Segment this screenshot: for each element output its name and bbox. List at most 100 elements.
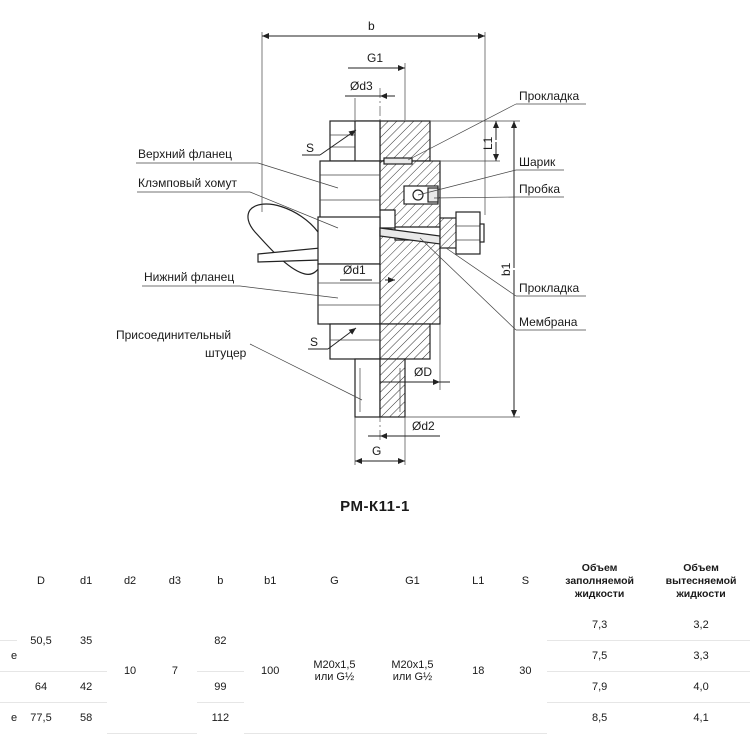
col-volume-displaced: Объем вытесняемой жидкости xyxy=(652,552,750,610)
callout-lower-flange-label: Нижний фланец xyxy=(144,270,234,284)
cell-d1-1: 35 xyxy=(64,610,108,672)
cell-d1-3: 58 xyxy=(80,712,93,724)
cell-G1-line-2: или G½ xyxy=(392,671,433,684)
cell-S: 30 xyxy=(503,610,548,734)
cell-d1-2: 42 xyxy=(64,671,108,703)
connection-fitting xyxy=(354,358,406,418)
callout-ball: Шарик xyxy=(417,155,564,196)
cell-displaced-4: 4,1 xyxy=(693,712,709,724)
dimension-b: b xyxy=(262,19,485,39)
cell-displaced-1: 3,2 xyxy=(652,610,750,641)
col-D: D xyxy=(37,575,45,587)
cell-b-3: 112 xyxy=(211,712,230,724)
dimension-g1-label: G1 xyxy=(367,51,383,65)
col-G1: G1 xyxy=(405,575,420,587)
dimension-s-top-label: S xyxy=(306,141,314,155)
cell-L1: 18 xyxy=(452,610,504,734)
callout-clamp: Клэмповый хомут xyxy=(137,176,339,229)
vol-fill-line-2: заполняемой xyxy=(565,574,634,587)
side-plug xyxy=(439,211,485,255)
dimension-s-bottom: S xyxy=(308,327,357,350)
cell-b1: 100 xyxy=(243,610,297,734)
callout-upper-flange: Верхний фланец xyxy=(136,147,339,189)
callout-clamp-label: Клэмповый хомут xyxy=(138,176,237,190)
cell-G-line-2: или G½ xyxy=(314,671,355,684)
vol-fill-line-3: жидкости xyxy=(574,587,625,600)
dimension-d2: Ød2 xyxy=(368,419,440,439)
col-d1: d1 xyxy=(80,575,93,587)
callout-fitting-label-2: штуцер xyxy=(205,346,247,360)
cell-D-3: 77,5 xyxy=(30,712,52,724)
cell-displaced-3: 4,0 xyxy=(652,671,750,703)
callout-lower-flange: Нижний фланец xyxy=(142,270,339,299)
col-d3: d3 xyxy=(168,575,181,587)
dimension-d3-label: Ød3 xyxy=(350,79,373,93)
cell-d2: 10 xyxy=(107,610,153,734)
row-tag-2: e xyxy=(10,712,18,724)
technical-drawing: b G1 Ød3 L1 b1 S Ød1 S xyxy=(116,19,586,465)
dimension-s-bottom-label: S xyxy=(310,335,318,349)
dimension-d3: Ød3 xyxy=(345,79,395,99)
col-d2: d2 xyxy=(123,575,137,587)
dimension-b-label: b xyxy=(368,19,375,33)
callout-gasket-top: Прокладка xyxy=(407,89,586,161)
cell-fill-3: 7,9 xyxy=(547,671,653,703)
col-b: b xyxy=(217,575,224,587)
dimension-d1-label: Ød1 xyxy=(343,263,366,277)
lower-flange xyxy=(317,227,441,325)
callout-membrane: Мембрана xyxy=(419,237,586,331)
table-row: 64 42 99 7,9 4,0 xyxy=(0,671,750,703)
row-tag-1: e xyxy=(0,640,18,672)
callout-gasket-bottom-label: Прокладка xyxy=(519,281,580,295)
dimension-D-label: ØD xyxy=(414,365,432,379)
upper-flange-top-nut xyxy=(329,120,431,162)
cell-G1: M20x1,5 или G½ xyxy=(372,610,453,734)
vol-disp-line-3: жидкости xyxy=(676,587,726,600)
spec-table: D d1 d2 d3 b b1 G G1 L1 S Объем заполняе… xyxy=(0,552,750,734)
cell-D-2: 64 xyxy=(17,671,65,703)
cell-d3: 7 xyxy=(152,610,198,734)
model-title: РМ-К11-1 xyxy=(340,498,410,515)
col-L1: L1 xyxy=(472,575,485,587)
dimension-G-label: G xyxy=(372,444,381,458)
cell-G: M20x1,5 или G½ xyxy=(296,610,373,734)
dimension-l1: L1 xyxy=(481,121,499,161)
col-G: G xyxy=(330,575,339,587)
cell-fill-4: 8,5 xyxy=(591,712,608,724)
vol-disp-line-1: Объем xyxy=(683,561,719,574)
cell-D-1: 50,5 xyxy=(17,610,65,672)
gasket-top xyxy=(383,157,413,165)
col-tag-header xyxy=(0,552,17,610)
cell-fill-2: 7,5 xyxy=(547,640,653,672)
callout-fitting: Присоединительный штуцер xyxy=(116,328,363,401)
clamp xyxy=(247,203,381,275)
col-b1: b1 xyxy=(264,575,277,587)
lower-flange-nut xyxy=(329,323,431,360)
cell-displaced-2: 3,3 xyxy=(652,640,750,672)
cell-G-line-1: M20x1,5 xyxy=(313,659,356,672)
callout-ball-label: Шарик xyxy=(519,155,556,169)
dimension-b1: b1 xyxy=(499,121,517,417)
dimension-l1-label: L1 xyxy=(481,136,495,150)
callout-plug-label: Пробка xyxy=(519,182,560,196)
callout-fitting-label-1: Присоединительный xyxy=(116,328,231,342)
dimension-g1: G1 xyxy=(348,51,405,71)
dimension-G: G xyxy=(355,444,405,464)
callout-upper-flange-label: Верхний фланец xyxy=(138,147,232,161)
callout-plug: Пробка xyxy=(433,182,564,199)
dimension-s-top: S xyxy=(302,129,357,156)
dimension-d1: Ød1 xyxy=(340,263,395,283)
cell-b-2: 99 xyxy=(197,671,244,703)
dimension-d2-label: Ød2 xyxy=(412,419,435,433)
ball-channel xyxy=(403,185,439,205)
cell-fill-1: 7,3 xyxy=(547,610,653,641)
table-row: 50,5 35 10 7 82 100 M20x1,5 или G½ M20x1… xyxy=(0,610,750,734)
callout-gasket-bottom: Прокладка xyxy=(445,247,586,297)
col-volume-fill: Объем заполняемой жидкости xyxy=(547,552,652,610)
vol-fill-line-1: Объем xyxy=(581,561,618,574)
dimension-b1-label: b1 xyxy=(499,262,513,276)
cell-b-1: 82 xyxy=(197,610,244,672)
cell-G1-line-1: M20x1,5 xyxy=(391,659,434,672)
table-row: e 77,5 58 112 8,5 4,1 xyxy=(0,703,750,734)
vol-disp-line-2: вытесняемой xyxy=(665,574,737,587)
